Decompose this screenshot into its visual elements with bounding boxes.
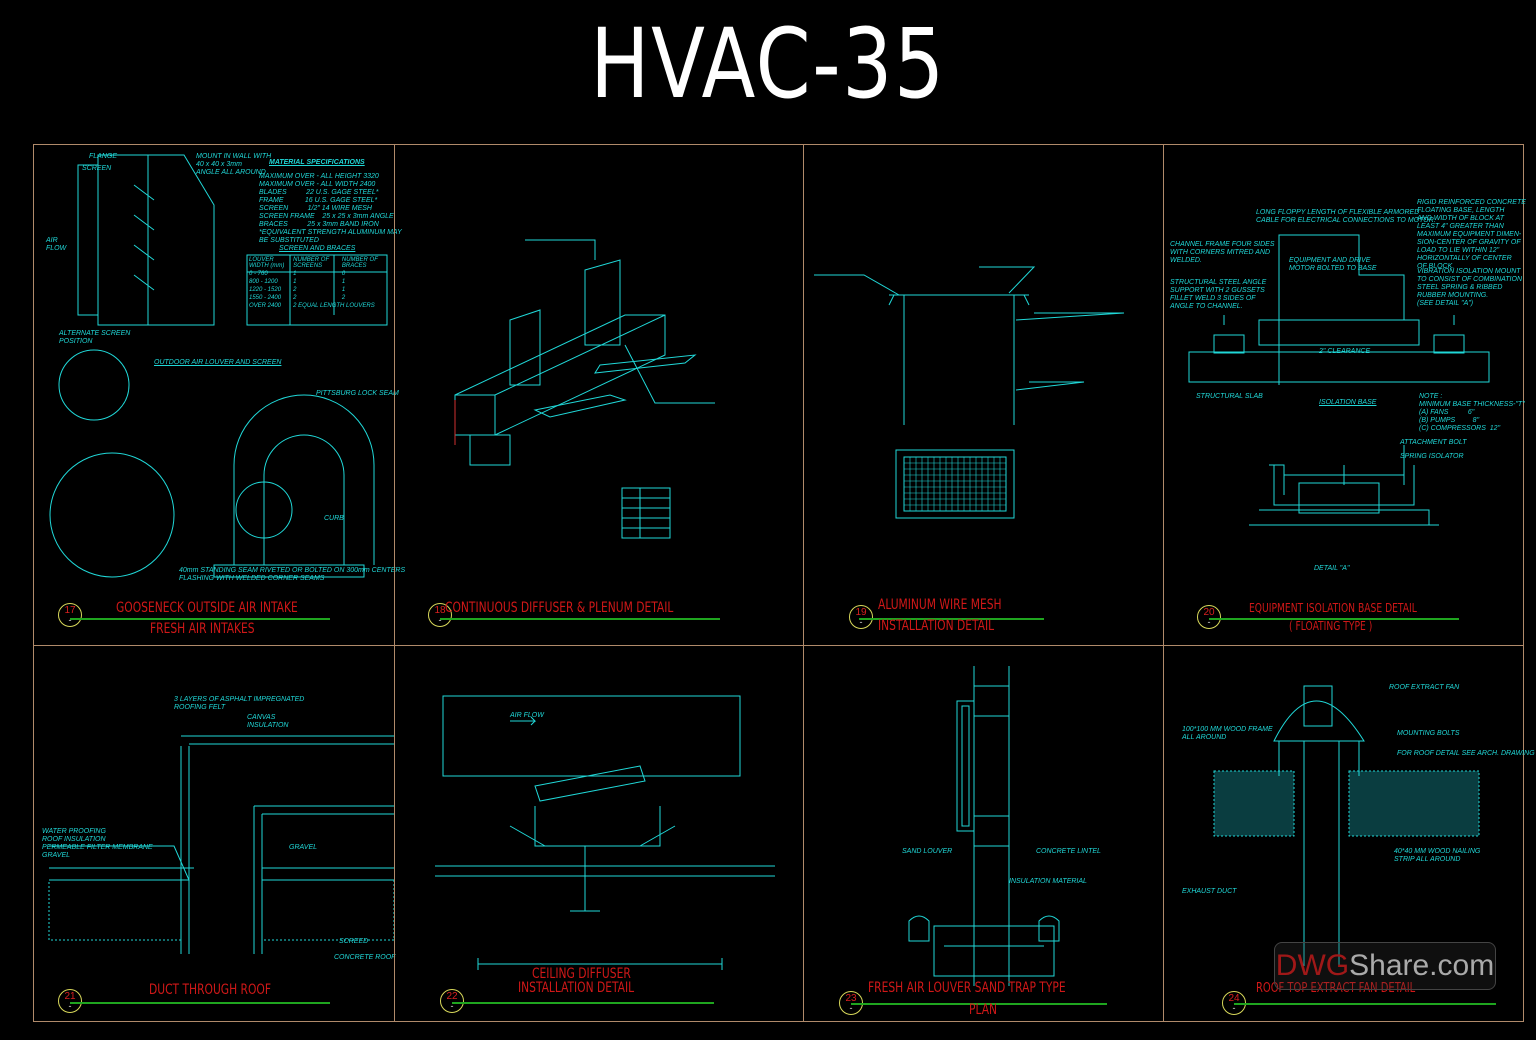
label: 40*40 MM WOOD NAILING STRIP ALL AROUND	[1394, 848, 1481, 863]
table-header: NUMBER OF SCREENS	[293, 257, 330, 269]
title-underline	[851, 1003, 1107, 1005]
label: CURB	[324, 515, 344, 522]
detail-number-bubble: 23	[839, 991, 863, 1015]
label: MAXIMUM OVER - ALL HEIGHT 3320 MAXIMUM O…	[259, 173, 402, 244]
watermark-text: DWG	[1275, 949, 1350, 982]
title-underline	[1209, 618, 1459, 620]
label: 3 LAYERS OF ASPHALT IMPREGNATED ROOFING …	[174, 696, 305, 711]
detail-subtitle: PLAN	[969, 1002, 998, 1018]
detail-title: EQUIPMENT ISOLATION BASE DETAIL	[1249, 601, 1417, 615]
label: AIR FLOW	[46, 237, 67, 252]
table-header: LOUVER WIDTH (mm)	[249, 257, 285, 269]
detail-title: ALUMINUM WIRE MESH	[878, 597, 1002, 613]
label: CHANNEL FRAME FOUR SIDES WITH CORNERS MI…	[1170, 241, 1275, 264]
title-underline	[70, 1002, 330, 1004]
label: NOTE : MINIMUM BASE THICKNESS-"T" (A) FA…	[1419, 393, 1525, 432]
label: ALTERNATE SCREEN POSITION	[59, 330, 131, 345]
screen-braces-table: LOUVER WIDTH (mm) NUMBER OF SCREENS NUMBER…	[248, 256, 386, 310]
detail-title: DUCT THROUGH ROOF	[149, 982, 271, 998]
label: WATER PROOFING ROOF INSULATION PERMEABLE…	[42, 828, 153, 859]
label: VIBRATION ISOLATION MOUNT TO CONSIST OF …	[1417, 268, 1523, 307]
detail-title: ROOF TOP EXTRACT FAN DETAIL	[1256, 981, 1416, 996]
label: OUTDOOR AIR LOUVER AND SCREEN	[154, 359, 282, 366]
detail-20-equipment-isolation-base: LONG FLOPPY LENGTH OF FLEXIBLE ARMORED C…	[1163, 144, 1526, 646]
watermark-logo: DWGShare.com	[1274, 942, 1496, 990]
label: MOUNT IN WALL WITH 40 x 40 x 3mm ANGLE A…	[196, 153, 272, 176]
detail-number-bubble: 21	[58, 989, 82, 1013]
label: DETAIL "A"	[1314, 565, 1350, 572]
label: CONCRETE ROOF	[334, 954, 396, 961]
label: CANVAS INSULATION	[247, 714, 289, 729]
diffuser-plenum-drawing	[454, 239, 715, 539]
title-underline	[1234, 1003, 1496, 1005]
label: STRUCTURAL STEEL ANGLE SUPPORT WITH 2 GU…	[1170, 279, 1267, 310]
label: SAND LOUVER	[902, 848, 953, 855]
detail-18-continuous-diffuser: 18 CONTINUOUS DIFFUSER & PLENUM DETAIL	[394, 144, 804, 646]
label: 100*100 MM WOOD FRAME ALL AROUND	[1182, 726, 1273, 741]
detail-24-roof-top-extract-fan: ROOF EXTRACT FAN 100*100 MM WOOD FRAME A…	[1163, 645, 1535, 1022]
label: SCREED	[339, 938, 369, 945]
label: MATERIAL SPECIFICATIONS	[269, 159, 365, 166]
detail-number-bubble: 19	[849, 605, 873, 629]
label: PITTSBURG LOCK SEAM	[316, 390, 399, 397]
detail-subtitle: INSTALLATION DETAIL	[518, 980, 635, 996]
sand-trap-louver-drawing	[908, 666, 1060, 986]
detail-17-gooseneck: MATERIAL SPECIFICATIONS MAXIMUM OVER - A…	[33, 144, 405, 646]
label: FLANGE	[89, 153, 118, 160]
table-header: NUMBER OF BRACES	[341, 257, 378, 269]
label: ROOF EXTRACT FAN	[1389, 684, 1460, 691]
detail-subtitle: ( FLOATING TYPE )	[1289, 619, 1373, 633]
label: SCREEN AND BRACES	[279, 245, 356, 252]
label: GRAVEL	[289, 844, 318, 851]
detail-22-ceiling-diffuser: AIR FLOW 22 CEILING DIFFUSER INSTALLATIO…	[394, 645, 804, 1022]
detail-number-bubble: 18	[428, 603, 452, 627]
detail-title: CEILING DIFFUSER	[532, 966, 631, 982]
label: RIGID REINFORCED CONCRETE FLOATING BASE,…	[1417, 199, 1526, 270]
isolation-base-drawing	[1188, 234, 1490, 526]
detail-subtitle: FRESH AIR INTAKES	[150, 621, 255, 637]
label: SPRING ISOLATOR	[1400, 453, 1464, 460]
title-underline	[440, 618, 720, 620]
label: FOR ROOF DETAIL SEE ARCH. DRAWING	[1397, 750, 1535, 757]
title-underline	[452, 1002, 714, 1004]
detail-number-bubble: 17	[58, 603, 82, 627]
label: CONCRETE LINTEL	[1036, 848, 1101, 855]
detail-21-duct-through-roof: 3 LAYERS OF ASPHALT IMPREGNATED ROOFING …	[33, 645, 395, 1022]
detail-number-bubble: 22	[440, 989, 464, 1013]
ceiling-diffuser-drawing	[435, 695, 775, 970]
wire-mesh-drawing	[814, 266, 1125, 519]
label: AIR FLOW	[510, 712, 544, 719]
roof-extract-fan-drawing	[1213, 685, 1480, 966]
label: ATTACHMENT BOLT	[1400, 439, 1467, 446]
detail-19-aluminum-wire-mesh: 19 ALUMINUM WIRE MESH INSTALLATION DETAI…	[803, 144, 1164, 646]
label: LONG FLOPPY LENGTH OF FLEXIBLE ARMORED C…	[1256, 209, 1436, 224]
detail-title: CONTINUOUS DIFFUSER & PLENUM DETAIL	[445, 600, 674, 616]
label: EXHAUST DUCT	[1182, 888, 1237, 895]
label: MOUNTING BOLTS	[1397, 730, 1460, 737]
title-underline	[70, 618, 330, 620]
sheet-title: HVAC-35	[590, 8, 946, 120]
watermark-text: Share.com	[1349, 949, 1495, 982]
label: 40mm STANDING SEAM RIVETED OR BOLTED ON …	[179, 567, 406, 582]
detail-subtitle: INSTALLATION DETAIL	[878, 618, 995, 634]
title-underline	[859, 618, 1044, 620]
duct-roof-drawing	[48, 735, 395, 954]
label: STRUCTURAL SLAB	[1196, 393, 1263, 400]
label: 2" CLEARANCE	[1319, 348, 1371, 355]
detail-title: FRESH AIR LOUVER SAND TRAP TYPE	[868, 980, 1066, 996]
detail-title: GOOSENECK OUTSIDE AIR INTAKE	[116, 600, 298, 616]
label: SCREEN	[82, 165, 112, 172]
label: ISOLATION BASE	[1319, 399, 1377, 406]
detail-number-bubble: 20	[1197, 605, 1221, 629]
detail-23-fresh-air-louver: SAND LOUVER CONCRETE LINTEL INSULATION M…	[803, 645, 1164, 1022]
label: EQUIPMENT AND DRIVE MOTOR BOLTED TO BASE	[1289, 257, 1377, 272]
gooseneck-drawing	[49, 154, 388, 578]
label: INSULATION MATERIAL	[1009, 878, 1087, 885]
